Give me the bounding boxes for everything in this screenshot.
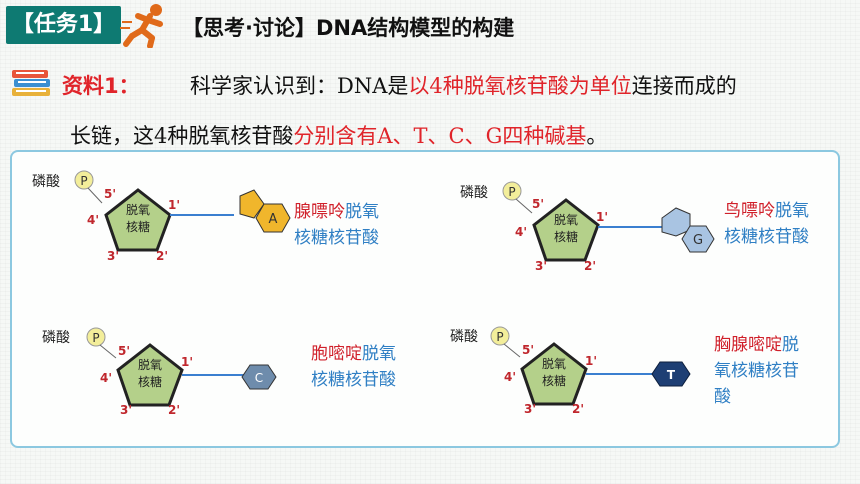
carbon-4-label: 4' xyxy=(515,225,527,239)
carbon-3-label: 3' xyxy=(107,249,119,263)
phosphate-circle xyxy=(502,181,522,201)
material-line-2: 长链，这4种脱氧核苷酸分别含有A、T、C、G四种碱基。 xyxy=(70,120,607,150)
text-segment: 科学家认识到：DNA是 xyxy=(190,74,409,98)
base-name: 腺嘌呤 xyxy=(294,202,345,222)
highlight-segment: 分别含有A、T、C、G四种碱基 xyxy=(293,124,587,148)
highlight-segment: 以4种脱氧核苷酸为单位 xyxy=(408,74,632,98)
carbon-2-label: 2' xyxy=(584,259,596,273)
carbon-5-label: 5' xyxy=(532,197,544,211)
phosphate-label: 磷酸 xyxy=(42,330,70,346)
sugar-label-line1: 脱氧 xyxy=(542,356,566,371)
carbon-1-label: 1' xyxy=(596,210,608,224)
deoxyribose-sugar xyxy=(104,188,172,252)
phosphate-symbol: P xyxy=(508,185,515,199)
deoxyribose-sugar xyxy=(532,198,600,262)
nucleotide-suffix: 脱氧核糖核苷酸 xyxy=(714,335,799,407)
carbon-1-label: 1' xyxy=(168,198,180,212)
nucleotide-suffix: 脱氧核糖核苷酸 xyxy=(311,344,396,390)
sugar-label-line2: 核糖 xyxy=(554,229,578,244)
sugar-label-line2: 核糖 xyxy=(542,373,566,388)
carbon-2-label: 2' xyxy=(168,403,180,417)
base-letter: C xyxy=(255,371,263,385)
carbon-4-label: 4' xyxy=(100,371,112,385)
phosphate-label: 磷酸 xyxy=(450,329,478,345)
phosphate-bond xyxy=(503,343,521,358)
purine-hexagon xyxy=(255,203,291,233)
deoxyribose-sugar xyxy=(116,343,184,407)
material-label: 资料1： xyxy=(62,74,140,98)
material-line-1: 科学家认识到：DNA是以4种脱氧核苷酸为单位连接而成的 xyxy=(190,70,737,100)
base-letter: T xyxy=(667,368,676,382)
carbon-2-label: 2' xyxy=(156,249,168,263)
base-name: 胞嘧啶 xyxy=(311,344,362,364)
phosphate-bond xyxy=(515,198,533,214)
carbon-3-label: 3' xyxy=(535,259,547,273)
phosphate-bond xyxy=(87,187,103,204)
base-letter: A xyxy=(269,212,278,227)
sugar-label-line2: 核糖 xyxy=(126,219,150,234)
carbon-5-label: 5' xyxy=(522,343,534,357)
sugar-label-line1: 脱氧 xyxy=(138,357,162,372)
task-badge: 【任务1】 xyxy=(6,6,121,44)
nucleotide-name-thymine: 胸腺嘧啶脱氧核糖核苷酸 xyxy=(714,332,804,410)
books-icon xyxy=(12,70,50,96)
carbon-3-label: 3' xyxy=(120,403,132,417)
carbon-4-label: 4' xyxy=(504,370,516,384)
purine-hexagon xyxy=(681,225,715,253)
deoxyribose-sugar xyxy=(520,342,588,406)
base-name: 胸腺嘧啶 xyxy=(714,335,782,355)
carbon-4-label: 4' xyxy=(87,213,99,227)
carbon-1-label: 1' xyxy=(585,354,597,368)
nucleotide-name-cytosine: 胞嘧啶脱氧核糖核苷酸 xyxy=(311,341,403,393)
sugar-label-line2: 核糖 xyxy=(138,374,162,389)
purine-pentagon xyxy=(661,207,691,237)
nucleotide-guanine: 磷酸 P 脱氧 核糖 5' 4' 3' 2' 1' G xyxy=(460,181,715,273)
nucleotide-cytosine: 磷酸 P 脱氧 核糖 5' 4' 3' 2' 1' C xyxy=(42,327,277,417)
nucleotide-name-guanine: 鸟嘌呤脱氧核糖核苷酸 xyxy=(724,198,816,250)
carbon-1-label: 1' xyxy=(181,355,193,369)
base-name: 鸟嘌呤 xyxy=(724,201,775,221)
running-man-icon xyxy=(120,4,163,48)
pyrimidine-hexagon xyxy=(241,364,277,390)
nucleotide-suffix: 脱氧核糖核苷酸 xyxy=(724,201,809,247)
phosphate-label: 磷酸 xyxy=(32,174,60,190)
phosphate-symbol: P xyxy=(80,174,87,188)
base-letter: G xyxy=(693,233,703,248)
sugar-label-line1: 脱氧 xyxy=(126,202,150,217)
phosphate-bond xyxy=(99,344,117,359)
carbon-2-label: 2' xyxy=(572,402,584,416)
phosphate-circle xyxy=(490,326,510,346)
text-segment: 长链，这4种脱氧核苷酸 xyxy=(70,124,294,148)
text-segment: 。 xyxy=(586,124,608,148)
carbon-5-label: 5' xyxy=(118,344,130,358)
phosphate-circle xyxy=(86,327,106,347)
sugar-label-line1: 脱氧 xyxy=(554,212,578,227)
phosphate-label: 磷酸 xyxy=(460,185,488,201)
phosphate-symbol: P xyxy=(92,331,99,345)
carbon-5-label: 5' xyxy=(104,187,116,201)
carbon-3-label: 3' xyxy=(524,402,536,416)
nucleotide-thymine: 磷酸 P 脱氧 核糖 5' 4' 3' 2' 1' T xyxy=(450,326,691,416)
text-segment: 连接而成的 xyxy=(631,74,737,98)
pyrimidine-hexagon xyxy=(651,361,691,387)
purine-pentagon xyxy=(239,189,265,219)
phosphate-symbol: P xyxy=(496,330,503,344)
nucleotide-name-adenine: 腺嘌呤脱氧核糖核苷酸 xyxy=(294,199,386,251)
nucleotide-adenine: 磷酸 P 脱氧 核糖 5' 4' 3' 2' 1' A xyxy=(32,170,291,263)
nucleotide-suffix: 脱氧核糖核苷酸 xyxy=(294,202,379,248)
page-title: 【思考·讨论】DNA结构模型的构建 xyxy=(182,16,515,40)
phosphate-circle xyxy=(74,170,94,190)
